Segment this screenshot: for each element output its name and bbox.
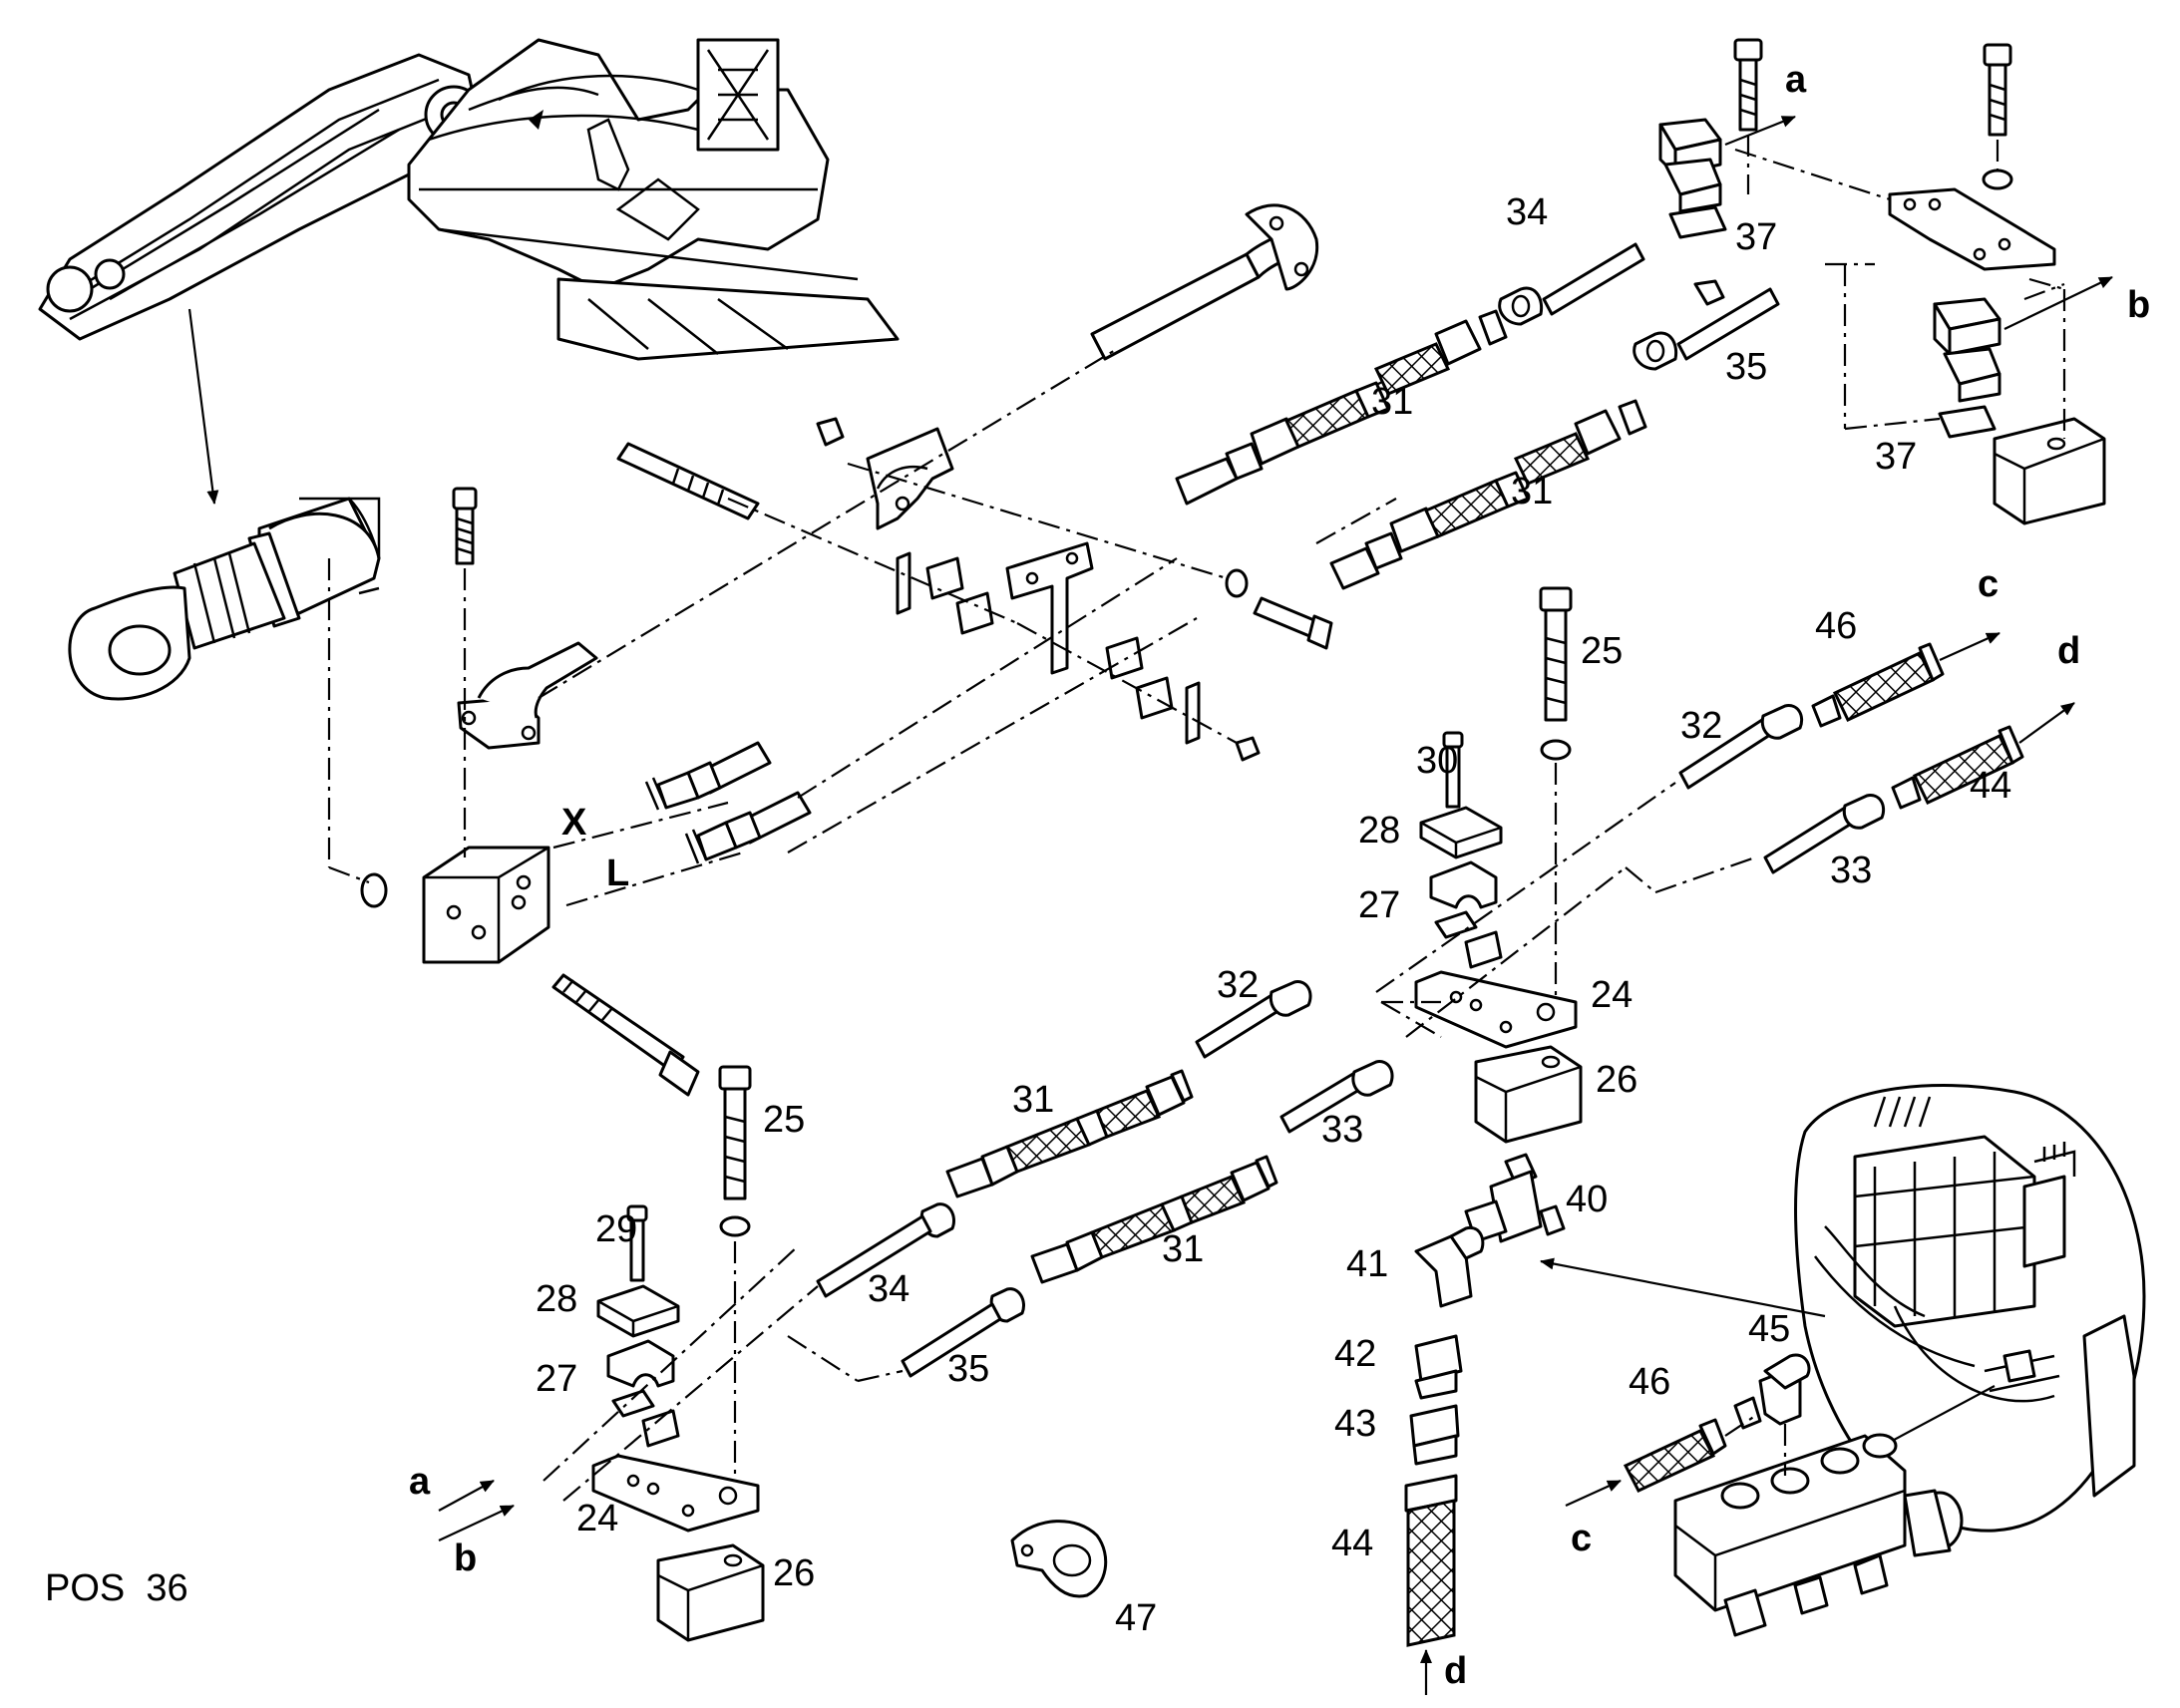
excavator-overview bbox=[38, 38, 900, 361]
clip-47 bbox=[1010, 1520, 1108, 1598]
port-labels: X L bbox=[561, 802, 629, 894]
clamp-bracket bbox=[616, 417, 1333, 762]
label-28-right: 28 bbox=[1358, 810, 1400, 852]
lubrication-tube bbox=[1090, 203, 1319, 361]
label-35-top: 35 bbox=[1725, 346, 1767, 388]
connection-b-top: b bbox=[2127, 284, 2150, 326]
tubes-34-35-top bbox=[1498, 242, 1780, 371]
position-label: POS 36 bbox=[45, 1567, 188, 1609]
top-right-clamps bbox=[1658, 38, 2106, 525]
label-41: 41 bbox=[1346, 1243, 1388, 1285]
lower-left-clamp-set bbox=[438, 1065, 904, 1642]
label-32-bottom: 32 bbox=[1217, 964, 1259, 1006]
label-31-a: 31 bbox=[1371, 381, 1413, 423]
connection-c-bottom: c bbox=[1571, 1518, 1592, 1559]
label-34-top: 34 bbox=[1506, 191, 1548, 233]
top-right-routing bbox=[1724, 115, 2113, 439]
label-24-right: 24 bbox=[1591, 974, 1633, 1016]
label-37-top: 37 bbox=[1735, 216, 1777, 258]
label-29: 29 bbox=[595, 1208, 637, 1250]
port-x-label: X bbox=[561, 802, 587, 844]
label-26-left: 26 bbox=[773, 1552, 815, 1594]
label-46-bottom: 46 bbox=[1629, 1361, 1670, 1403]
label-33-top: 33 bbox=[1830, 850, 1872, 891]
label-28-left: 28 bbox=[536, 1278, 577, 1320]
manifold-block bbox=[360, 487, 700, 1097]
label-27-right: 27 bbox=[1358, 884, 1400, 926]
lower-hoses bbox=[816, 980, 1394, 1378]
label-25-right: 25 bbox=[1581, 630, 1623, 672]
label-33-bottom: 33 bbox=[1321, 1109, 1363, 1151]
connection-a-top: a bbox=[1785, 59, 1807, 101]
label-37-bottom: 37 bbox=[1875, 436, 1917, 478]
label-32-top: 32 bbox=[1680, 705, 1722, 747]
distributor-block bbox=[1565, 1353, 1964, 1637]
label-47: 47 bbox=[1115, 1597, 1157, 1639]
connection-d-top: d bbox=[2057, 630, 2080, 672]
port-fittings bbox=[644, 741, 812, 864]
label-31-c: 31 bbox=[1012, 1079, 1054, 1121]
label-25-left: 25 bbox=[763, 1099, 805, 1141]
label-44-top: 44 bbox=[1970, 765, 2011, 807]
part-number-labels: 34 37 31 35 31 37 25 46 32 30 44 28 33 2… bbox=[536, 191, 2011, 1639]
label-43: 43 bbox=[1334, 1403, 1376, 1445]
label-45: 45 bbox=[1748, 1308, 1790, 1350]
label-31-b: 31 bbox=[1511, 471, 1553, 512]
port-l-label: L bbox=[606, 853, 629, 894]
label-31-d: 31 bbox=[1162, 1228, 1204, 1270]
upper-hoses bbox=[1175, 309, 1647, 590]
connection-d-bottom: d bbox=[1444, 1650, 1467, 1692]
label-35-bottom: 35 bbox=[947, 1348, 989, 1390]
label-30: 30 bbox=[1416, 740, 1458, 782]
control-valve-inset bbox=[1540, 1084, 2146, 1533]
label-34-bottom: 34 bbox=[868, 1268, 909, 1310]
label-27-left: 27 bbox=[536, 1358, 577, 1400]
middle-right-clamp-set bbox=[1414, 586, 1583, 1144]
label-40: 40 bbox=[1566, 1179, 1608, 1220]
label-24-left: 24 bbox=[576, 1498, 618, 1539]
connection-letters: a b c d a b c d bbox=[409, 59, 2150, 1692]
overview-leader-arrow bbox=[187, 308, 219, 505]
middle-right-tubes bbox=[1375, 631, 2075, 1038]
assembly-lines-upper bbox=[327, 348, 1427, 907]
label-26-right: 26 bbox=[1596, 1059, 1637, 1101]
connection-c-top: c bbox=[1978, 563, 1998, 605]
label-46-top: 46 bbox=[1815, 605, 1857, 647]
label-42: 42 bbox=[1334, 1333, 1376, 1375]
hydraulic-cylinder bbox=[68, 497, 381, 701]
label-44-bottom: 44 bbox=[1331, 1523, 1373, 1564]
connection-b-bottom: b bbox=[454, 1537, 477, 1579]
fitting-stack bbox=[1404, 1153, 1566, 1695]
connection-a-bottom: a bbox=[409, 1461, 431, 1503]
